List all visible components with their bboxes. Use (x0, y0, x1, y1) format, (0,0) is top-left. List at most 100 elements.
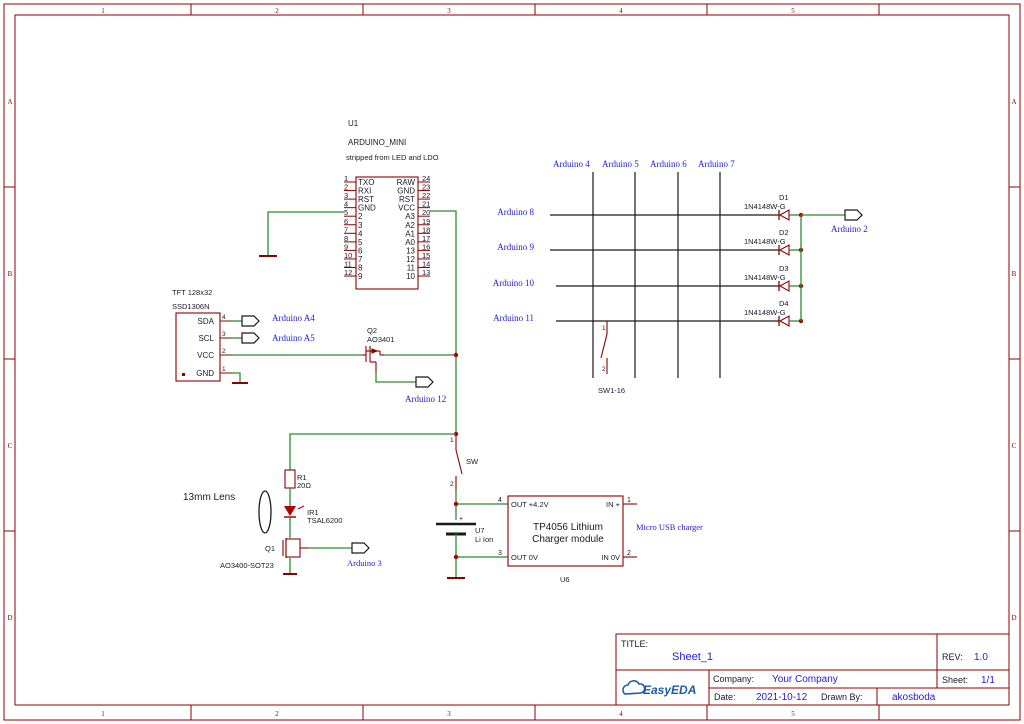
u1-pin-number: 2 (344, 183, 348, 192)
sheet-label: Sheet: (942, 675, 968, 685)
power-switch[interactable]: 1 2 SW (450, 434, 479, 490)
easyeda-logo: EasyEDA (622, 680, 696, 697)
q2-ref: Q2 (367, 326, 377, 335)
u1-pin-number: 23 (422, 183, 430, 192)
frame-col-label: 4 (619, 7, 623, 15)
q1-ref: Q1 (265, 544, 275, 553)
net-label-a2: Arduino 2 (831, 224, 868, 234)
u1-pin-name: 2 (358, 212, 363, 221)
lens-symbol (258, 490, 272, 534)
net-label-a3: Arduino 3 (347, 558, 382, 568)
u1-pin-name: RXI (358, 187, 371, 196)
r1-resistor[interactable]: R1 20Ω (284, 469, 311, 490)
drawn-label: Drawn By: (821, 692, 863, 702)
diode-body (778, 280, 790, 292)
tp4056-pin-in-pos: 1 (627, 497, 631, 504)
u1-pin-number: 1 (344, 174, 348, 183)
tft-pin-number: 2 (222, 348, 226, 355)
u1-pin-number: 4 (344, 200, 348, 209)
frame-row-label: C (1012, 442, 1017, 450)
diode-ref: D4 (779, 299, 789, 308)
net-label-matrix-column: Arduino 4 (553, 159, 590, 169)
ir1-led[interactable]: IR1 TSAL6200 (284, 505, 342, 525)
frame-row-label: B (8, 270, 13, 278)
junction (453, 501, 459, 507)
u1-pin-name: 13 (406, 246, 415, 255)
u1-right-pins: 24RAW23GND22RST21VCC20A319A218A117A01613… (397, 174, 431, 281)
sheet-title: Sheet_1 (672, 651, 713, 663)
company-value: Your Company (772, 674, 838, 685)
q1-mosfet[interactable]: Q1 AO3400-SOT23 (220, 538, 308, 570)
net-flag-a12 (415, 376, 434, 388)
q1-value: AO3400-SOT23 (220, 561, 274, 570)
u1-pin-name: 10 (406, 272, 415, 281)
pin1-marker (182, 373, 185, 376)
tft-pin-name: VCC (197, 351, 214, 360)
battery-li-ion[interactable]: + U7 Li Ion (436, 516, 493, 544)
tp4056-charger-module[interactable]: 4 3 1 2 OUT +4.2V OUT 0V IN + IN 0V TP40… (498, 495, 637, 584)
u1-pin-name: GND (358, 204, 376, 213)
frame-row-label: B (1012, 270, 1017, 278)
tp4056-title-line2: Charger module (532, 534, 604, 545)
u1-ref: U1 (348, 119, 359, 128)
u1-pin-number: 9 (344, 242, 348, 251)
net-label-a5: Arduino A5 (272, 333, 315, 343)
battery-value: Li Ion (475, 535, 493, 544)
u1-pin-name: 8 (358, 264, 363, 273)
drawn-value: akosboda (892, 692, 936, 703)
tft-pin-name: GND (196, 369, 214, 378)
tp4056-out-pos: OUT +4.2V (511, 500, 549, 509)
frame-row-label: A (1011, 98, 1016, 106)
junction (453, 352, 459, 358)
frame-row-label: A (7, 98, 12, 106)
q2-mosfet[interactable]: Q2 AO3401 (362, 326, 395, 372)
diode-array[interactable]: D11N4148W-GD21N4148W-GD31N4148W-GD41N414… (744, 193, 804, 327)
tft-pin-name: SDA (198, 317, 215, 326)
u1-pin-name: RST (399, 195, 415, 204)
net-flag-a4 (241, 315, 260, 327)
u1-pin-number: 17 (422, 234, 430, 243)
u1-pin-number: 6 (344, 217, 348, 226)
u1-pin-name: 5 (358, 238, 363, 247)
q2-value: AO3401 (367, 335, 395, 344)
tp4056-in-neg: IN 0V (601, 553, 620, 562)
net-label-matrix-column: Arduino 5 (602, 159, 639, 169)
u1-pin-number: 7 (344, 225, 348, 234)
rev-label: REV: (942, 652, 963, 662)
wire-q2-gate (375, 372, 416, 383)
u1-pin-number: 14 (422, 260, 430, 269)
u1-pin-number: 5 (344, 208, 348, 217)
tp4056-pin-in-neg: 2 (627, 550, 631, 557)
u1-pin-number: 19 (422, 217, 430, 226)
net-flag-a2 (844, 209, 863, 221)
frame-col-label: 2 (275, 7, 279, 15)
u1-pin-number: 15 (422, 251, 430, 260)
easyeda-logo-text: EasyEDA (643, 683, 696, 697)
r1-value: 20Ω (297, 481, 311, 490)
net-label-matrix-row: Arduino 11 (493, 313, 534, 323)
diode-ref: D1 (779, 193, 789, 202)
net-label-a12: Arduino 12 (405, 394, 446, 404)
u1-pin-name: A0 (405, 238, 415, 247)
tft-pin-number: 3 (222, 331, 226, 338)
frame-col-label: 1 (101, 7, 105, 15)
wire-ir-rail (289, 433, 456, 470)
ir1-value: TSAL6200 (307, 516, 342, 525)
sw-ref: SW (466, 457, 479, 466)
net-label-matrix-column: Arduino 7 (698, 159, 735, 169)
frame-row-label: D (1011, 614, 1016, 622)
diode-value: 1N4148W-G (744, 202, 786, 211)
u1-arduino-mini[interactable]: U1 ARDUINO_MINI stripped from LED and LD… (344, 119, 439, 290)
u1-pin-name: VCC (398, 204, 415, 213)
wire-vcc-rail (430, 210, 457, 434)
